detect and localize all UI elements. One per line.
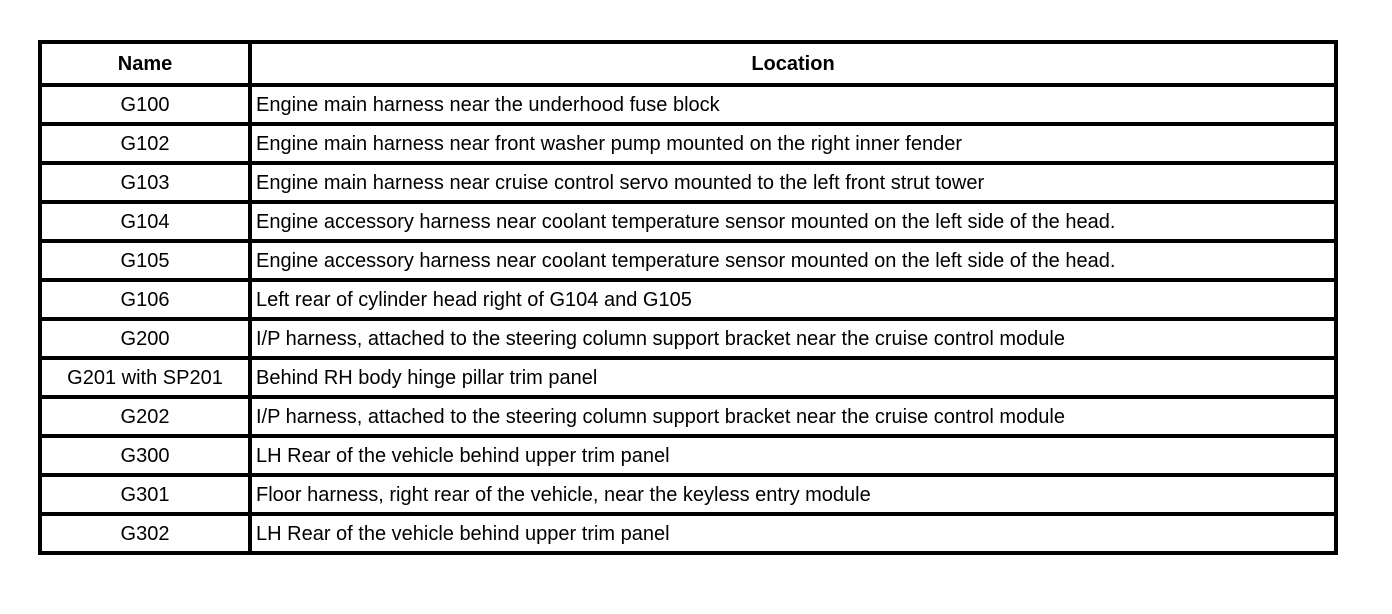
ground-location: Engine main harness near the underhood f… bbox=[248, 83, 1338, 126]
ground-locations-table: Name Location G100 Engine main harness n… bbox=[38, 40, 1338, 555]
header-row: Name Location bbox=[38, 40, 1338, 87]
table-row: G105 Engine accessory harness near coola… bbox=[38, 239, 1338, 282]
ground-location: LH Rear of the vehicle behind upper trim… bbox=[248, 434, 1338, 477]
ground-location: I/P harness, attached to the steering co… bbox=[248, 317, 1338, 360]
table-row: G302 LH Rear of the vehicle behind upper… bbox=[38, 512, 1338, 555]
table-row: G102 Engine main harness near front wash… bbox=[38, 122, 1338, 165]
ground-location: Floor harness, right rear of the vehicle… bbox=[248, 473, 1338, 516]
table-row: G104 Engine accessory harness near coola… bbox=[38, 200, 1338, 243]
ground-location: Engine accessory harness near coolant te… bbox=[248, 239, 1338, 282]
ground-name: G302 bbox=[38, 512, 252, 555]
ground-location: LH Rear of the vehicle behind upper trim… bbox=[248, 512, 1338, 555]
ground-name: G202 bbox=[38, 395, 252, 438]
ground-name: G300 bbox=[38, 434, 252, 477]
ground-location: I/P harness, attached to the steering co… bbox=[248, 395, 1338, 438]
ground-name: G106 bbox=[38, 278, 252, 321]
name-column-header: Name bbox=[38, 40, 252, 87]
table-row: G103 Engine main harness near cruise con… bbox=[38, 161, 1338, 204]
table-row: G202 I/P harness, attached to the steeri… bbox=[38, 395, 1338, 438]
table-row: G301 Floor harness, right rear of the ve… bbox=[38, 473, 1338, 516]
ground-location: Left rear of cylinder head right of G104… bbox=[248, 278, 1338, 321]
ground-name: G103 bbox=[38, 161, 252, 204]
ground-name: G100 bbox=[38, 83, 252, 126]
table-row: G201 with SP201 Behind RH body hinge pil… bbox=[38, 356, 1338, 399]
table-row: G106 Left rear of cylinder head right of… bbox=[38, 278, 1338, 321]
table-row: G100 Engine main harness near the underh… bbox=[38, 83, 1338, 126]
ground-location: Engine main harness near front washer pu… bbox=[248, 122, 1338, 165]
ground-location: Engine accessory harness near coolant te… bbox=[248, 200, 1338, 243]
table-row: G300 LH Rear of the vehicle behind upper… bbox=[38, 434, 1338, 477]
ground-name: G102 bbox=[38, 122, 252, 165]
ground-name: G200 bbox=[38, 317, 252, 360]
table-row: G200 I/P harness, attached to the steeri… bbox=[38, 317, 1338, 360]
ground-name: G301 bbox=[38, 473, 252, 516]
ground-location: Behind RH body hinge pillar trim panel bbox=[248, 356, 1338, 399]
ground-location: Engine main harness near cruise control … bbox=[248, 161, 1338, 204]
location-column-header: Location bbox=[248, 40, 1338, 87]
ground-name: G104 bbox=[38, 200, 252, 243]
ground-name: G105 bbox=[38, 239, 252, 282]
ground-name: G201 with SP201 bbox=[38, 356, 252, 399]
